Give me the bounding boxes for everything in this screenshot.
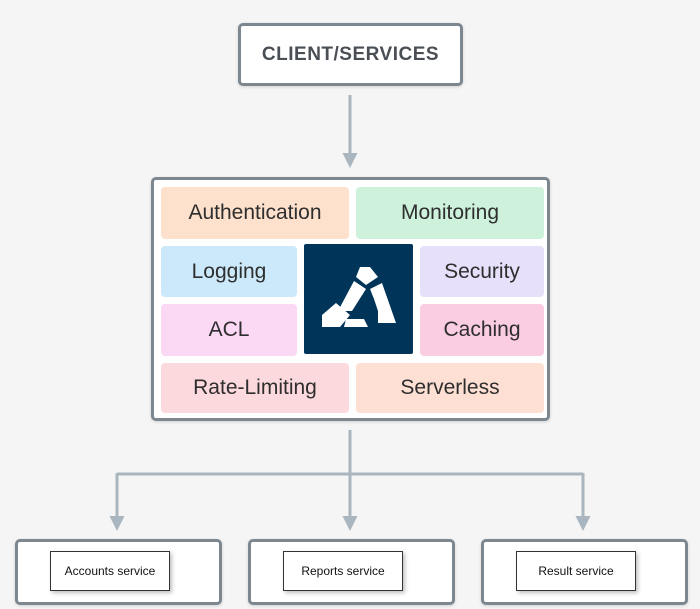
security-plugin: Security (420, 246, 544, 297)
serverless-plugin: Serverless (356, 363, 544, 413)
accounts-service-box: Accounts service (15, 539, 222, 605)
client-services-box: CLIENT/SERVICES (238, 23, 463, 86)
result-service-label: Result service (516, 551, 636, 591)
reports-service-box: Reports service (248, 539, 455, 605)
caching-plugin: Caching (420, 304, 544, 356)
client-services-label: CLIENT/SERVICES (261, 43, 440, 65)
api-gateway-box: Authentication Monitoring Logging Securi… (151, 177, 550, 421)
authentication-plugin: Authentication (161, 187, 349, 239)
kong-logo-tile (304, 244, 413, 354)
monitoring-plugin: Monitoring (356, 187, 544, 239)
reports-service-label: Reports service (283, 551, 403, 591)
accounts-service-label: Accounts service (50, 551, 170, 591)
result-service-box: Result service (481, 539, 688, 605)
logging-plugin: Logging (161, 246, 297, 297)
rate-limiting-plugin: Rate-Limiting (161, 363, 349, 413)
acl-plugin: ACL (161, 304, 297, 356)
kong-gorilla-logo-icon (321, 267, 396, 327)
